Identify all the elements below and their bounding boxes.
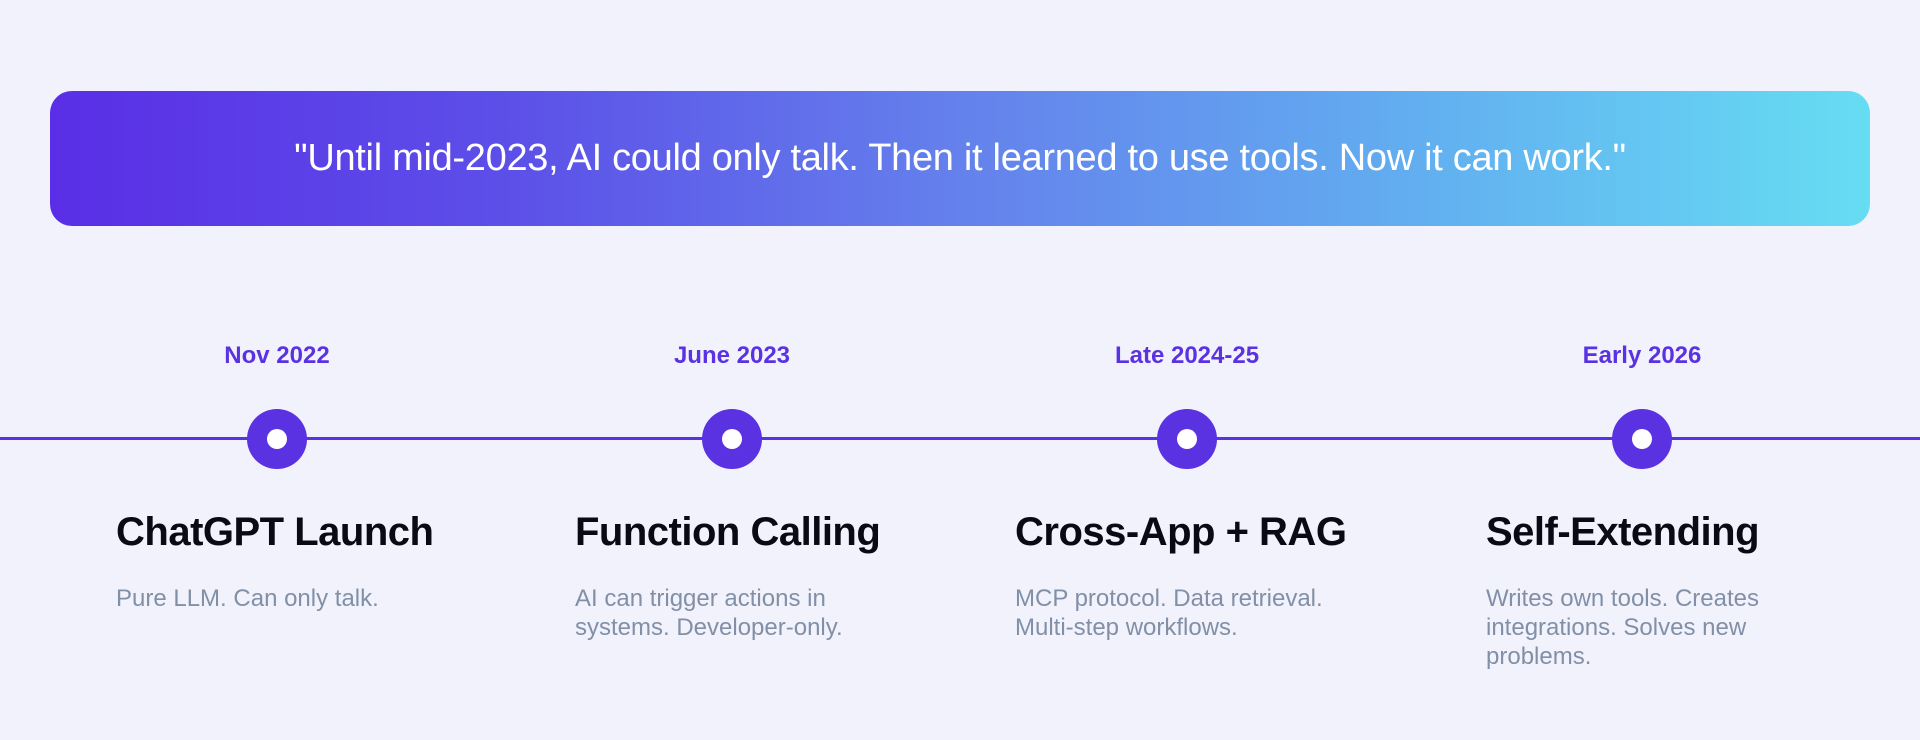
milestone-description: Writes own tools. Creates integrations. …	[1486, 585, 1759, 670]
timeline-axis-line	[0, 437, 1920, 440]
milestone-description: MCP protocol. Data retrieval. Multi-step…	[1015, 585, 1323, 641]
milestone-node-icon	[247, 409, 307, 469]
quote-text: "Until mid-2023, AI could only talk. The…	[294, 137, 1626, 179]
milestone-node-center-icon	[1632, 429, 1652, 449]
milestone-date: Nov 2022	[224, 342, 330, 369]
milestone-node-icon	[1157, 409, 1217, 469]
milestone-node-icon	[702, 409, 762, 469]
milestone-node-center-icon	[267, 429, 287, 449]
milestone-card-cross-app-rag: Cross-App + RAG MCP protocol. Data retri…	[1015, 508, 1395, 642]
milestone-node-center-icon	[1177, 429, 1197, 449]
milestone-card-self-extending: Self-Extending Writes own tools. Creates…	[1486, 508, 1866, 671]
milestone-title: Cross-App + RAG	[1015, 510, 1347, 554]
milestone-description: Pure LLM. Can only talk.	[116, 585, 379, 612]
milestone-title: ChatGPT Launch	[116, 510, 434, 554]
milestone-date: Late 2024-25	[1114, 342, 1260, 369]
milestone-node-center-icon	[722, 429, 742, 449]
milestone-date: June 2023	[673, 342, 791, 369]
milestone-card-function-calling: Function Calling AI can trigger actions …	[575, 508, 955, 642]
quote-banner: "Until mid-2023, AI could only talk. The…	[50, 91, 1870, 226]
milestone-date: Early 2026	[1582, 342, 1702, 369]
milestone-title: Self-Extending	[1486, 510, 1760, 554]
milestone-card-chatgpt-launch: ChatGPT Launch Pure LLM. Can only talk.	[116, 508, 496, 613]
milestone-title: Function Calling	[575, 510, 881, 554]
milestone-description: AI can trigger actions in systems. Devel…	[575, 585, 843, 641]
milestone-node-icon	[1612, 409, 1672, 469]
